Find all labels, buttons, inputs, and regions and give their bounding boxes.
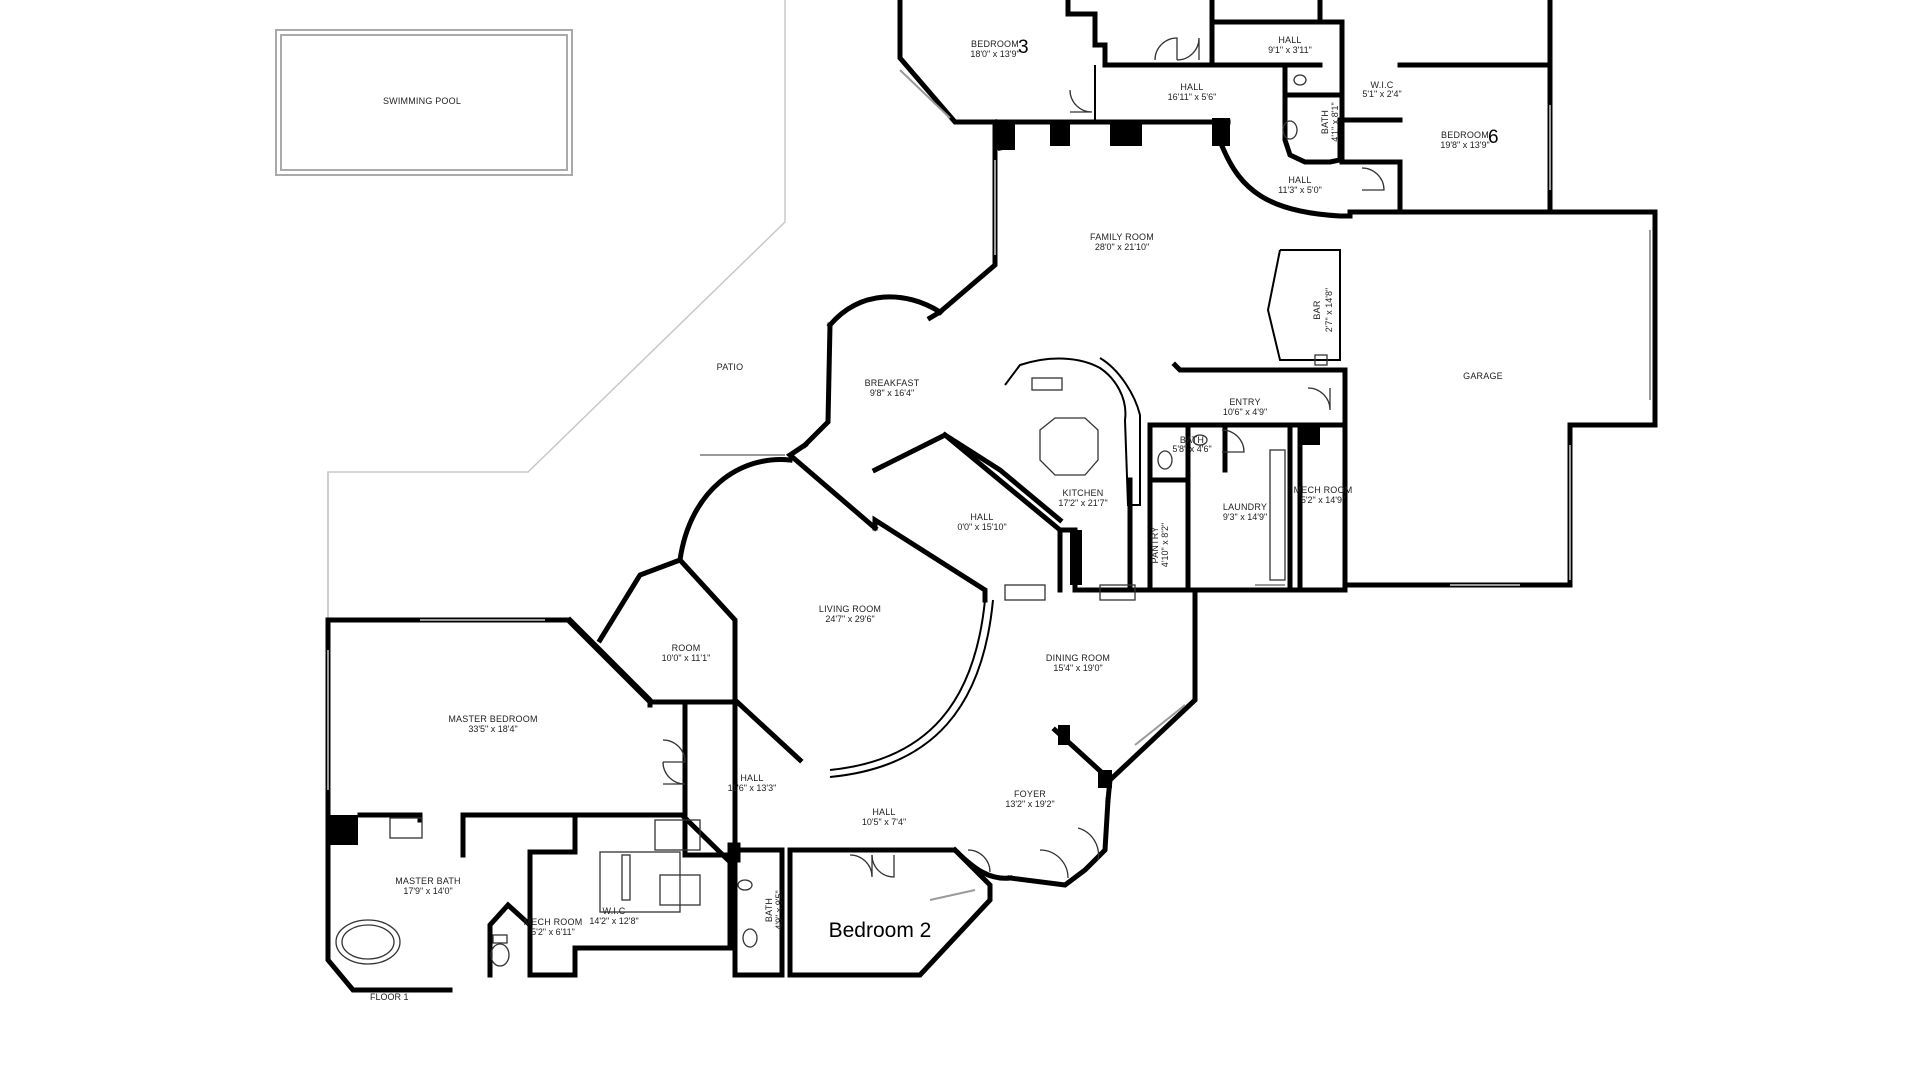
bath-bottom-label: BATH: [764, 898, 774, 922]
hall-kitchen-dims: 0'0" x 15'10": [957, 522, 1006, 532]
patio-label: PATIO: [717, 362, 744, 372]
breakfast-label: BREAKFAST: [865, 378, 920, 388]
bedroom6-dims: 19'8" x 13'9": [1440, 140, 1489, 150]
mech-room-top-label: MECH ROOM: [1294, 485, 1353, 495]
hall-kitchen-label: HALL: [970, 512, 993, 522]
dining-room-dims: 15'4" x 19'0": [1053, 663, 1102, 673]
room-label: ROOM: [672, 643, 701, 653]
laundry-dims: 9'3" x 14'9": [1223, 512, 1267, 522]
master-bath-label: MASTER BATH: [395, 876, 461, 886]
breakfast-dims: 9'8" x 16'4": [870, 388, 914, 398]
foyer-label: FOYER: [1014, 789, 1046, 799]
bedroom6-number: 6: [1488, 127, 1499, 148]
swimming-pool: [275, 29, 573, 176]
kitchen-dims: 17'2" x 21'7": [1058, 498, 1107, 508]
doors: [662, 37, 1385, 879]
living-room-dims: 24'7" x 29'6": [825, 614, 874, 624]
bath-mid-dims: 5'8" x 4'6": [1172, 444, 1211, 454]
living-room-label: LIVING ROOM: [819, 604, 881, 614]
entry-dims: 10'6" x 4'9": [1223, 407, 1267, 417]
hall-top-dims: 16'11" x 5'6": [1168, 92, 1217, 102]
bar-dims: 2'7" x 14'8": [1324, 288, 1334, 332]
bath-top-dims: 4'1" x 8'1": [1330, 102, 1340, 141]
hall-curve-dims: 11'3" x 5'0": [1278, 185, 1322, 195]
entry-label: ENTRY: [1229, 397, 1260, 407]
hall-curve-label: HALL: [1288, 175, 1311, 185]
master-bedroom-dims: 33'5" x 18'4": [468, 724, 517, 734]
pantry-dims: 4'10" x 8'2": [1160, 523, 1170, 567]
garage-label: GARAGE: [1463, 371, 1503, 381]
wic-top-dims: 5'1" x 2'4": [1362, 89, 1401, 99]
family-room-dims: 28'0" x 21'10": [1095, 242, 1149, 252]
foyer-dims: 13'2" x 19'2": [1005, 799, 1054, 809]
hall-top-label: HALL: [1180, 82, 1203, 92]
master-bedroom-label: MASTER BEDROOM: [448, 714, 537, 724]
wic-master-label: W.I.C: [603, 906, 626, 916]
mech-room-bottom-label: MECH ROOM: [524, 917, 583, 927]
dining-room-label: DINING ROOM: [1046, 653, 1110, 663]
bedroom2-label: Bedroom 2: [829, 919, 932, 942]
master-bath-dims: 17'9" x 14'0": [403, 886, 452, 896]
bath-mid-label: BATH: [1180, 435, 1204, 445]
laundry-label: LAUNDRY: [1223, 502, 1267, 512]
hall-top-small-dims: 9'1" x 3'11": [1268, 45, 1312, 55]
bath-bottom-dims: 4'9" x 9'5": [774, 890, 784, 929]
room-dims: 10'0" x 11'1": [662, 653, 711, 663]
hall-foyer-dims: 10'5" x 7'4": [862, 817, 906, 827]
swimming-pool-label: SWIMMING POOL: [383, 96, 461, 106]
bedroom3-number: 3: [1018, 37, 1029, 58]
hall-master-label: HALL: [740, 773, 763, 783]
wall-blocks: [328, 120, 1320, 845]
room-labels: SWIMMING POOL PATIO BEDROOM 3 18'0" x 13…: [370, 35, 1503, 1002]
hall-master-dims: 11'6" x 13'3": [728, 783, 777, 793]
fixtures: [335, 74, 1328, 967]
patio-outline: [327, 0, 786, 620]
kitchen-label: KITCHEN: [1063, 488, 1104, 498]
windows: [327, 69, 1651, 901]
pantry-label: PANTRY: [1150, 527, 1160, 564]
wic-master-dims: 14'2" x 12'8": [589, 916, 638, 926]
mech-room-bottom-dims: 5'2" x 6'11": [531, 927, 575, 937]
wic-top-label: W.I.C: [1371, 80, 1394, 90]
walls: [325, 0, 1658, 993]
family-room-label: FAMILY ROOM: [1090, 232, 1154, 242]
mech-room-top-dims: 5'2" x 14'9": [1301, 495, 1345, 505]
hall-foyer-label: HALL: [872, 807, 895, 817]
bedroom6-label: BEDROOM: [1441, 130, 1489, 140]
bedroom3-dims: 18'0" x 13'9": [970, 49, 1019, 59]
bath-top-label: BATH: [1320, 110, 1330, 134]
bar-label: BAR: [1312, 300, 1322, 319]
floor-label: FLOOR 1: [370, 992, 409, 1002]
hall-top-small-label: HALL: [1278, 35, 1301, 45]
bedroom3-label: BEDROOM: [971, 39, 1019, 49]
